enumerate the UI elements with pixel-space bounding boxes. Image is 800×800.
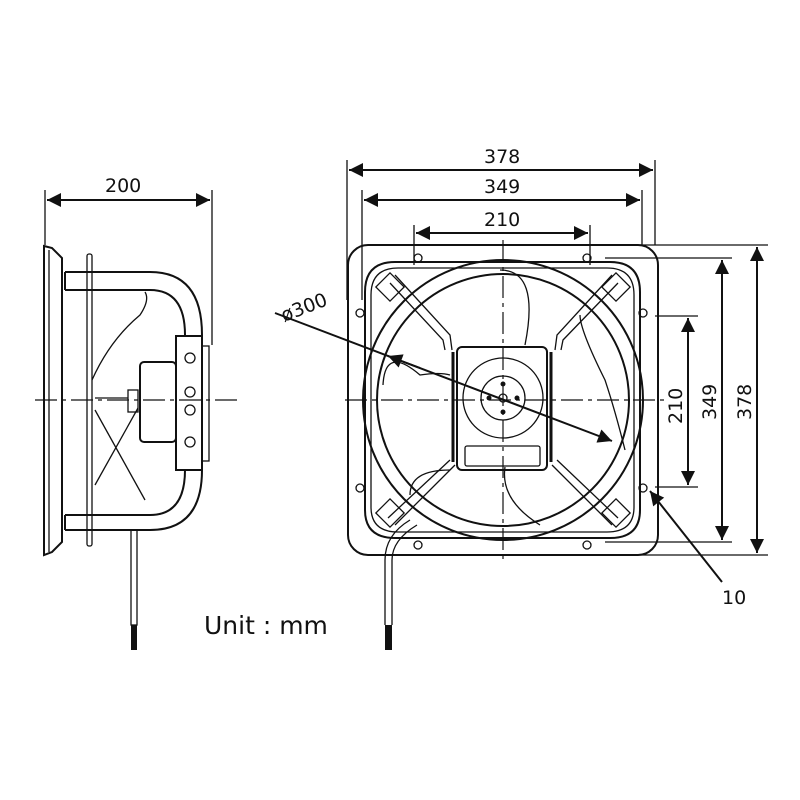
frame-top <box>65 271 203 336</box>
side-view: 200 <box>35 175 240 650</box>
depth-label: 200 <box>105 175 141 197</box>
power-cord <box>131 625 137 650</box>
diameter-line <box>274 312 613 443</box>
flange <box>43 244 63 557</box>
inner-width-label: 210 <box>484 209 520 231</box>
diameter-label: ø300 <box>278 289 331 327</box>
unit-label: Unit : mm <box>204 611 328 640</box>
overall-height-label: 378 <box>734 384 756 420</box>
motor-housing <box>456 346 548 471</box>
front-power-cord <box>385 625 392 650</box>
hole-callout-label: 10 <box>722 587 746 609</box>
overall-width-label: 378 <box>484 146 520 168</box>
mounting-height-label: 349 <box>699 384 721 420</box>
inner-height-label: 210 <box>665 388 687 424</box>
motor <box>139 361 177 443</box>
front-view: 378 349 210 210 349 378 <box>274 146 768 650</box>
mounting-width-label: 349 <box>484 176 520 198</box>
back-plate <box>175 335 203 471</box>
mounting-holes <box>355 253 648 550</box>
